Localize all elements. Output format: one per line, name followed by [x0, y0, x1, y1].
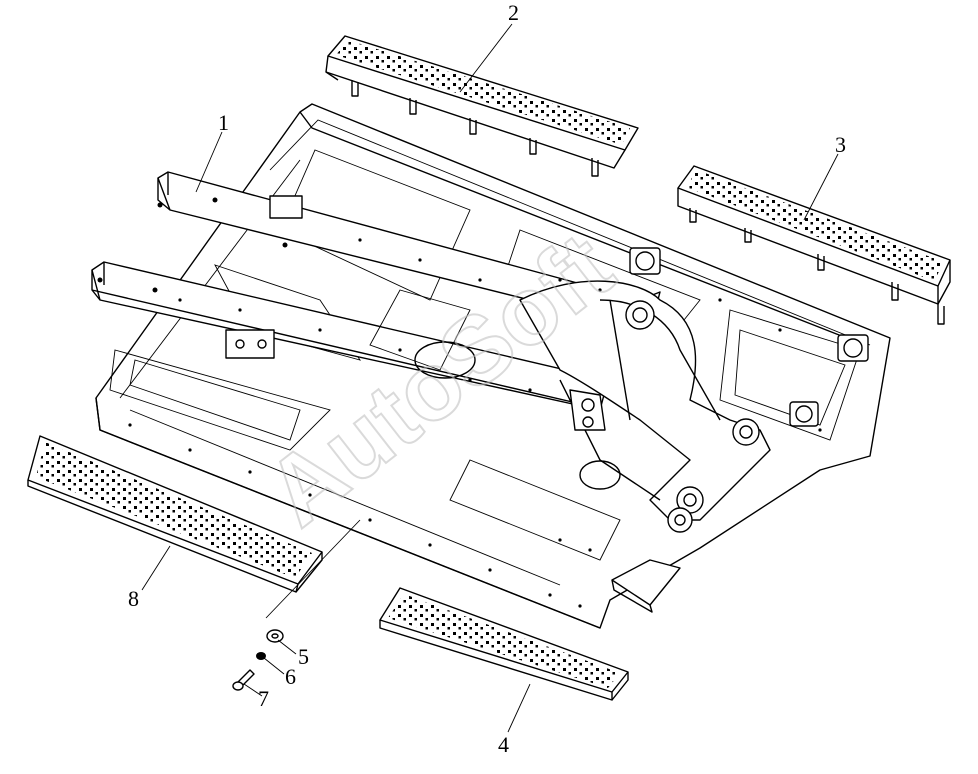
- part-4-perforated-step-plate: [379, 587, 629, 701]
- callout-7: 7: [258, 686, 269, 711]
- callout-5: 5: [298, 644, 309, 669]
- callout-6: 6: [285, 664, 296, 689]
- fastener-nut-6: [256, 652, 266, 660]
- callouts: 1 2 3 4 5 6 7 8: [128, 0, 846, 757]
- fastener-bolt-7: [232, 669, 255, 691]
- callout-3: 3: [835, 132, 846, 157]
- leader-lines: [141, 23, 839, 733]
- part-3-perforated-step-plate: [677, 165, 951, 325]
- part-2-perforated-step-plate: [325, 35, 639, 177]
- chassis-frame: [91, 103, 891, 629]
- part-8-perforated-step-plate: [27, 435, 323, 593]
- callout-1: 1: [218, 110, 229, 135]
- fastener-washer-5: [266, 629, 284, 643]
- callout-2: 2: [508, 0, 519, 25]
- callout-4: 4: [498, 732, 509, 757]
- callout-8: 8: [128, 586, 139, 611]
